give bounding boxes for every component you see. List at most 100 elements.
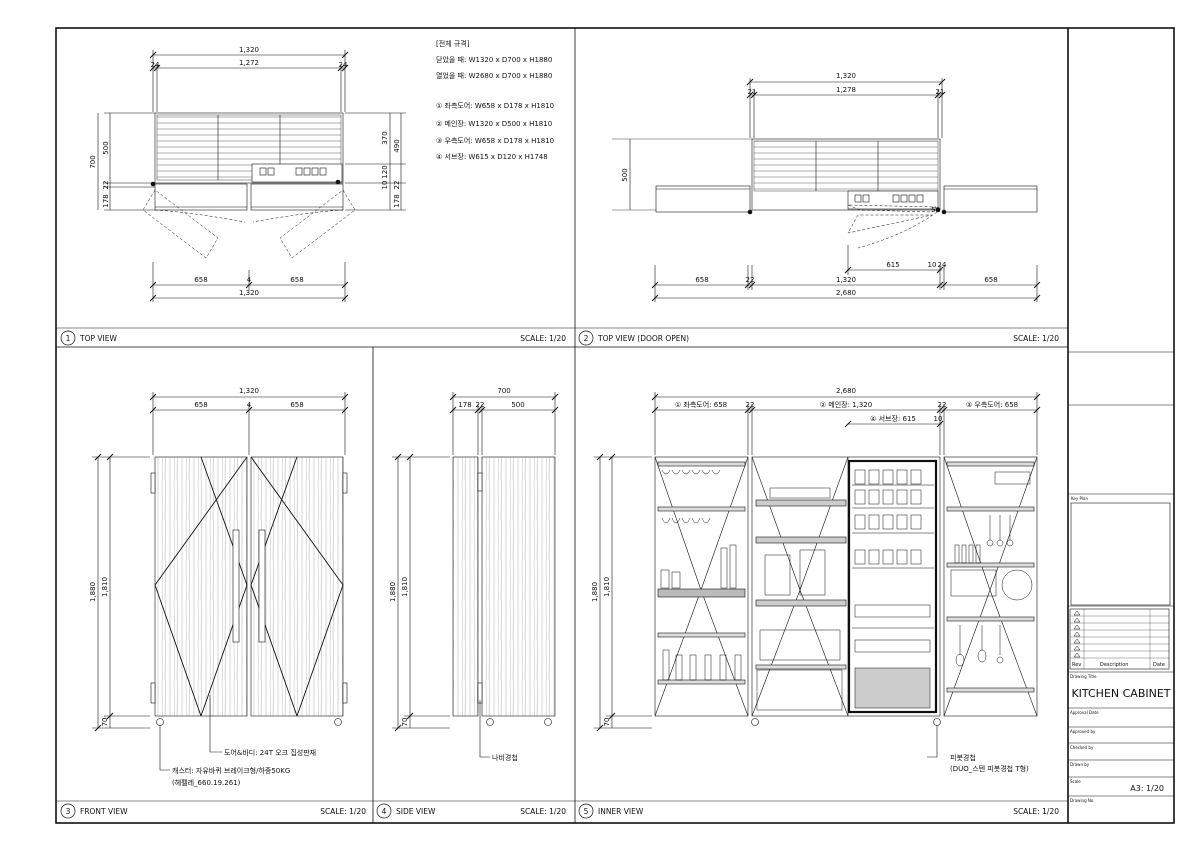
top-view-drawing [97,50,406,302]
dim-gap-right: 22 [938,401,947,409]
dim-r2: 490 [393,139,401,152]
inner-view-dimensions: 2,680 ① 좌측도어: 658 22 ② 메인장: 1,320 22 ③ 우… [591,387,1029,773]
dim-width-total: 2,680 [836,387,856,395]
dim-sub-gap: 10 [934,415,943,423]
note-pivot: 피봇경첩 [950,753,976,762]
dim-d3: 500 [511,401,524,409]
dim-sub: 615 [886,261,899,269]
note-caster: 캐스터: 자유바퀴 브레이크형/하중50KG [172,766,290,775]
dim-width-total: 1,320 [836,72,856,80]
dim-side-left: 21 [748,88,757,96]
view-title: INNER VIEW [598,807,644,816]
view-number: 5 [584,807,589,816]
spec-notes: [전체 규격] 닫았을 때: W1320 x D700 x H1880 열었을 … [436,39,554,161]
approval-date-label: Approval Date [1070,710,1099,715]
view-label-top-open: 2 TOP VIEW (DOOR OPEN) SCALE: 1/20 [578,330,1059,346]
dim-base: 70 [603,718,611,727]
dim-b2: 658 [290,276,303,284]
top-view-dimensions: 1,320 1,272 24 24 700 500 22 178 370 490… [89,46,401,297]
view-scale: SCALE: 1/20 [520,807,566,816]
dim-width-inner: 1,272 [239,59,259,67]
key-plan-label: Key Plan [1071,496,1088,501]
spec-item: ③ 우측도어: W658 x D178 x H1810 [436,136,554,145]
dim-b3: 4 [247,276,252,284]
title-block-text: Key Plan Rev Description Date Drawing Ti… [1070,496,1171,803]
view-title: FRONT VIEW [80,807,128,816]
dim-sub: ④ 서브장: 615 [870,414,916,423]
view-scale: SCALE: 1/20 [1013,807,1059,816]
top-open-dimensions: 1,320 1,278 21 21 500 50 615 10 24 658 2… [621,72,998,297]
dim-depth-body: 500 [102,141,110,154]
dim-height-total: 1,880 [591,582,599,602]
view-number: 1 [66,334,71,343]
note-door-material: 도어&바디: 24T 오크 집성판재 [224,748,316,757]
dim-side-right: 24 [339,61,348,69]
sheet-border [55,27,1175,824]
dim-side-right: 21 [936,88,945,96]
view-number: 2 [584,334,589,343]
view-title: TOP VIEW (DOOR OPEN) [597,334,689,343]
drawn-by-label: Drawn by [1070,762,1090,767]
dim-depth-door: 178 [102,194,110,207]
dim-height-total: 1,880 [389,582,397,602]
view-number: 4 [382,807,387,816]
dim-depth-total: 700 [497,387,510,395]
dim-width-inner: 1,278 [836,86,856,94]
dim-r4: 10 [381,181,389,190]
view-title: TOP VIEW [79,334,117,343]
dim-gap: 22 [102,181,110,190]
drawing-title-label: Drawing Title [1070,674,1097,679]
side-view-dimensions: 700 178 22 500 1,880 1,810 70 나비경첩 [389,387,525,762]
note-pivot-detail: (DUO_스텐 피봇경첩 T형) [950,764,1029,773]
revision-table [1069,608,1170,670]
dim-r3: 120 [381,165,389,178]
dim-hinge: 50 [931,206,940,214]
dim-right-door: ③ 우측도어: 658 [966,400,1018,409]
spec-item: ④ 서브장: W615 x D120 x H1748 [436,152,548,161]
scale-value: A3: 1/20 [1130,784,1164,793]
top-open-drawing [612,78,1041,302]
dim-d2: 22 [476,401,485,409]
dim-r1: 370 [381,131,389,144]
view-label-inner: 5 INNER VIEW SCALE: 1/20 [578,803,1059,819]
scale-label: Scale [1070,779,1081,784]
dim-total: 2,680 [836,289,856,297]
rev-header: Rev [1072,662,1081,668]
dim-base: 70 [401,718,409,727]
view-scale: SCALE: 1/20 [520,334,566,343]
dim-w2: 658 [290,401,303,409]
inner-view-drawing [594,392,1041,758]
dim-d1: 178 [458,401,471,409]
spec-item: ① 좌측도어: W658 x D178 x H1810 [436,101,554,110]
drawing-title: KITCHEN CABINET [1071,687,1170,700]
spec-header: [전체 규격] [436,39,470,48]
front-view-dimensions: 1,320 658 658 4 1,880 1,810 70 도어&바디: 24… [89,387,316,787]
view-scale: SCALE: 1/20 [1013,334,1059,343]
date-header: Date [1153,662,1165,668]
drawing-no-label: Drawing No. [1070,798,1095,803]
note-caster-code: (헤펠레_660.19.261) [172,778,241,787]
dim-w1: 658 [194,401,207,409]
side-view-drawing [392,392,559,758]
dim-gap: 22 [746,276,755,284]
dim-height-body: 1,810 [603,577,611,597]
spec-opened: 열었을 때: W2680 x D700 x H1880 [436,71,552,80]
dim-left-door: ① 좌측도어: 658 [675,400,727,409]
revision-triangles [1073,610,1081,658]
view-label-front: 3 FRONT VIEW SCALE: 1/20 [60,803,366,819]
view-label-top: 1 TOP VIEW SCALE: 1/20 [60,330,566,346]
dim-w-mid: 4 [247,401,252,409]
view-scale: SCALE: 1/20 [320,807,366,816]
dim-depth-total: 700 [89,155,97,168]
key-plan-box [1070,502,1171,606]
dim-width-total: 1,320 [239,46,259,54]
dim-depth-body: 500 [621,168,629,181]
dim-r5: 22 [393,181,401,190]
dim-gap-left: 22 [746,401,755,409]
dim-right: 658 [984,276,997,284]
approved-by-label: Approved by [1070,729,1096,734]
dim-side-left: 24 [151,61,160,69]
view-title: SIDE VIEW [396,807,436,816]
dim-r6: 178 [393,194,401,207]
